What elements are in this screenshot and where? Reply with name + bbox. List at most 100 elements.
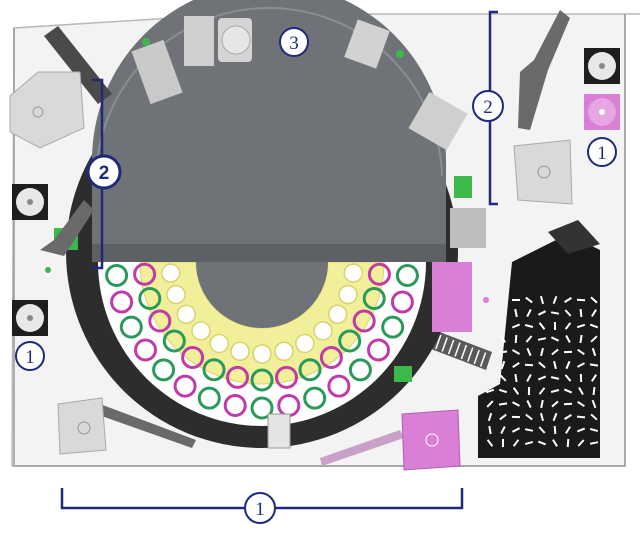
pipette-tip: [565, 426, 571, 434]
module-bottom-pink-block: [401, 409, 461, 471]
tip-box: [478, 220, 600, 458]
sample-ring: [381, 315, 405, 339]
sample-ring: [252, 344, 272, 364]
pipette-tip: [589, 427, 599, 433]
sample-ring: [134, 338, 157, 362]
pipette-tip: [512, 361, 520, 369]
sample-ring: [295, 333, 315, 354]
pipette-tip: [552, 412, 558, 422]
pipette-tip: [525, 335, 533, 343]
sample-ring: [160, 263, 181, 283]
pipette-tip: [550, 376, 560, 380]
pipette-tip: [514, 373, 518, 383]
pipette-tip: [511, 323, 521, 329]
sample-ring: [338, 284, 358, 305]
sample-ring: [390, 290, 414, 314]
sample-ring: [148, 309, 172, 333]
callout-circle: [86, 154, 122, 190]
callout-circle: [15, 341, 45, 371]
pipette-tip: [579, 334, 583, 344]
pipette-tip: [524, 440, 534, 446]
sample-ring: [275, 365, 298, 389]
module-top: [184, 16, 214, 66]
green-dot: [396, 50, 404, 58]
sample-ring: [181, 346, 205, 369]
pipette-tip: [540, 412, 544, 422]
side-modules: [9, 71, 573, 471]
pipette-tip: [564, 322, 572, 330]
sample-ring: [133, 262, 157, 286]
conveyor-rib: [441, 337, 448, 352]
pipette-tip: [498, 402, 508, 406]
reagent-pink-module: [432, 262, 472, 332]
pipette-tip: [591, 309, 597, 317]
sample-ring: [173, 374, 197, 398]
pipette-tip: [512, 387, 520, 395]
green-tip-holder-bottom: [394, 366, 412, 382]
pipette-tip: [550, 336, 560, 342]
pipette-tip: [589, 323, 599, 329]
carousel-hub: [196, 262, 328, 328]
pipette-tip: [526, 374, 532, 382]
pipette-tip: [591, 399, 597, 409]
pipette-tip: [577, 362, 585, 368]
pipette-tip: [487, 412, 493, 422]
sample-ring: [327, 374, 351, 398]
pipette-tip: [551, 400, 559, 408]
pipette-tip: [589, 441, 599, 445]
pipette-tip: [499, 335, 507, 343]
ring-modules: [45, 16, 489, 449]
pipette-tip: [512, 349, 520, 355]
pipette-tip: [525, 413, 533, 421]
pipette-tip: [512, 401, 520, 407]
callout-circle: [587, 137, 617, 167]
pipette-tip: [564, 374, 572, 382]
callout-label: 2: [99, 163, 110, 184]
pipette-tip: [526, 308, 532, 318]
module-right: [408, 91, 468, 151]
arm-rails: [40, 10, 570, 466]
pipette-tip: [551, 348, 559, 356]
pipette-tip: [591, 347, 597, 357]
pipette-tip: [577, 400, 585, 408]
pipette-tip: [538, 322, 546, 330]
pink-dot: [483, 297, 489, 303]
pipette-tip: [526, 347, 532, 357]
pipette-tip: [511, 427, 521, 433]
sample-ring: [338, 329, 362, 353]
pipette-tip: [564, 309, 572, 317]
pipette-tip: [498, 388, 508, 394]
pipette-tip: [590, 413, 598, 421]
sample-ring: [230, 341, 250, 362]
callout-label: 2: [483, 97, 493, 118]
pipette-tip: [589, 363, 599, 367]
callout-label: 3: [289, 33, 299, 54]
pipette-tip: [537, 440, 547, 446]
sample-ring: [367, 262, 391, 286]
pipette-tip: [499, 413, 507, 421]
pipette-tip: [576, 427, 586, 433]
pipette-tip: [577, 439, 585, 447]
conveyor-rib: [467, 347, 474, 362]
carousel-cover: [92, 0, 446, 262]
sample-ring: [352, 309, 376, 333]
pipette-tip: [537, 310, 547, 316]
pipette-tip: [550, 389, 560, 393]
pipette-tip: [538, 361, 546, 369]
carousel-cover-shadow: [92, 244, 446, 262]
pipette-tip: [498, 350, 508, 354]
pipette-tip: [563, 402, 573, 406]
green-tip-holder-right: [454, 176, 472, 198]
conveyor-rib: [473, 349, 480, 365]
pipette-tip: [590, 296, 598, 304]
callout-circle: [244, 492, 276, 524]
module-right-lower: [450, 208, 486, 248]
pipette-tip: [563, 388, 573, 394]
pipette-tip: [539, 295, 545, 305]
pipette-tip: [553, 425, 557, 435]
pipette-tip: [590, 335, 598, 343]
callouts: 1 1 1 2 2 3: [15, 27, 617, 524]
pipette-tip: [540, 347, 544, 357]
pipette-tip: [486, 439, 494, 447]
pipette-tip: [537, 375, 547, 381]
